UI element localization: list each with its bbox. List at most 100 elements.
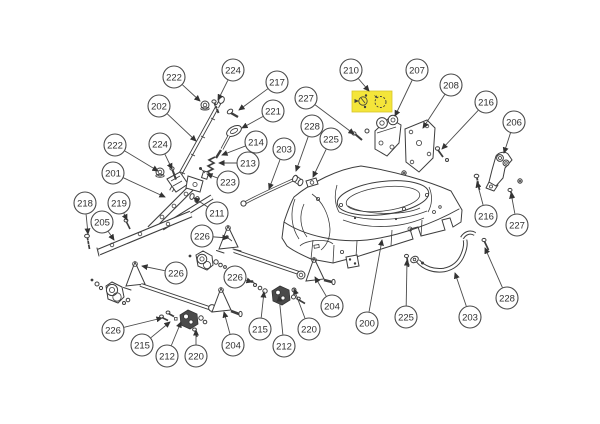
callout-220-36[interactable]: 220 — [293, 288, 321, 341]
callout-number: 205 — [94, 217, 110, 228]
callout-circle[interactable] — [394, 305, 418, 329]
callout-circle[interactable] — [265, 70, 289, 94]
callout-circle[interactable] — [474, 90, 498, 114]
callout-223-18[interactable]: 223 — [206, 170, 240, 194]
callout-circle[interactable] — [294, 86, 318, 110]
callout-circle[interactable] — [319, 127, 343, 151]
callout-number: 222 — [166, 72, 182, 83]
callout-224-17[interactable]: 224 — [148, 132, 173, 170]
callout-222-0[interactable]: 222 — [162, 65, 201, 102]
callout-circle[interactable] — [148, 132, 172, 156]
callout-226-26[interactable]: 226 — [223, 265, 253, 289]
callout-circle[interactable] — [474, 204, 498, 228]
callout-227-5[interactable]: 227 — [294, 86, 355, 135]
callout-circle[interactable] — [458, 305, 482, 329]
callout-leader-line — [422, 94, 446, 129]
callout-leader-line — [238, 88, 269, 111]
callout-220-32[interactable]: 220 — [184, 329, 208, 368]
callout-number: 214 — [248, 137, 264, 148]
callout-circle[interactable] — [162, 65, 186, 89]
callout-225-39[interactable]: 225 — [394, 259, 418, 329]
callout-217-2[interactable]: 217 — [238, 70, 289, 111]
callout-circle[interactable] — [505, 213, 529, 237]
callout-214-11[interactable]: 214 — [221, 130, 268, 156]
callout-circle[interactable] — [297, 317, 321, 341]
callout-227-28[interactable]: 227 — [505, 192, 529, 237]
callout-circle[interactable] — [164, 261, 188, 285]
callout-200-38[interactable]: 200 — [355, 239, 384, 335]
callout-226-29[interactable]: 226 — [101, 316, 163, 342]
callout-circle[interactable] — [495, 286, 519, 310]
callout-201-19[interactable]: 201 — [101, 161, 166, 198]
callout-circle[interactable] — [107, 191, 131, 215]
callout-leader-line — [245, 277, 253, 284]
callout-216-27[interactable]: 216 — [474, 181, 498, 228]
callout-218-20[interactable]: 218 — [73, 191, 97, 235]
callout-216-9[interactable]: 216 — [441, 90, 498, 150]
callout-208-8[interactable]: 208 — [422, 73, 463, 129]
callout-number: 201 — [105, 168, 121, 179]
callout-203-40[interactable]: 203 — [453, 272, 482, 329]
callout-205-23[interactable]: 205 — [90, 210, 115, 241]
callout-210-6[interactable]: 210 — [339, 58, 370, 92]
callout-circle[interactable] — [320, 294, 344, 318]
callout-number: 207 — [409, 65, 425, 76]
callout-circle[interactable] — [272, 334, 296, 358]
callout-leader-line — [295, 136, 309, 172]
callout-213-15[interactable]: 213 — [218, 151, 260, 175]
callout-circle[interactable] — [248, 317, 272, 341]
callout-215-30[interactable]: 215 — [130, 321, 171, 357]
callout-circle[interactable] — [272, 137, 296, 161]
callout-circle[interactable] — [101, 161, 125, 185]
callout-circle[interactable] — [405, 58, 429, 82]
callout-circle[interactable] — [103, 133, 127, 157]
callout-226-24[interactable]: 226 — [190, 224, 229, 248]
callout-circle[interactable] — [223, 265, 247, 289]
callout-circle[interactable] — [205, 201, 229, 225]
callout-number: 210 — [343, 65, 359, 76]
callout-207-7[interactable]: 207 — [394, 58, 429, 117]
callout-206-10[interactable]: 206 — [502, 110, 526, 154]
highlight-detail-box[interactable] — [351, 90, 393, 113]
callout-204-37[interactable]: 204 — [314, 276, 344, 318]
callout-circle[interactable] — [261, 99, 285, 123]
callout-circle[interactable] — [221, 333, 245, 357]
callout-228-13[interactable]: 228 — [295, 114, 324, 172]
callout-circle[interactable] — [300, 114, 324, 138]
callout-212-35[interactable]: 212 — [272, 295, 296, 358]
callout-circle[interactable] — [147, 94, 171, 118]
callout-circle[interactable] — [216, 170, 240, 194]
callout-circle[interactable] — [101, 318, 125, 342]
callout-202-3[interactable]: 202 — [147, 94, 197, 142]
callout-circle[interactable] — [355, 311, 379, 335]
callout-224-1[interactable]: 224 — [217, 58, 245, 101]
callout-circle[interactable] — [502, 110, 526, 134]
callout-222-16[interactable]: 222 — [103, 133, 159, 172]
callout-circle[interactable] — [439, 73, 463, 97]
callout-211-22[interactable]: 211 — [193, 197, 229, 225]
callout-circle[interactable] — [190, 224, 214, 248]
callout-221-4[interactable]: 221 — [241, 99, 285, 129]
callout-number: 227 — [509, 220, 525, 231]
callout-circle[interactable] — [221, 58, 245, 82]
grease-fitting-icon — [354, 94, 368, 109]
callout-number: 213 — [240, 158, 256, 169]
callout-circle[interactable] — [155, 344, 179, 368]
callout-219-21[interactable]: 219 — [107, 191, 131, 221]
callout-circle[interactable] — [130, 333, 154, 357]
callout-225-14[interactable]: 225 — [312, 127, 343, 178]
callout-circle[interactable] — [184, 344, 208, 368]
callout-203-12[interactable]: 203 — [268, 137, 296, 190]
callout-212-31[interactable]: 212 — [155, 321, 182, 368]
callout-circle[interactable] — [244, 130, 268, 154]
callout-circle[interactable] — [90, 210, 114, 234]
callout-leader-line — [260, 291, 267, 318]
callout-circle[interactable] — [236, 151, 260, 175]
callout-circle[interactable] — [73, 191, 97, 215]
callout-226-25[interactable]: 226 — [141, 261, 188, 285]
callout-circle[interactable] — [339, 58, 363, 82]
callout-204-33[interactable]: 204 — [221, 311, 245, 357]
callout-leader-line — [170, 321, 182, 346]
callout-215-34[interactable]: 215 — [248, 291, 272, 341]
callout-228-41[interactable]: 228 — [484, 247, 519, 310]
